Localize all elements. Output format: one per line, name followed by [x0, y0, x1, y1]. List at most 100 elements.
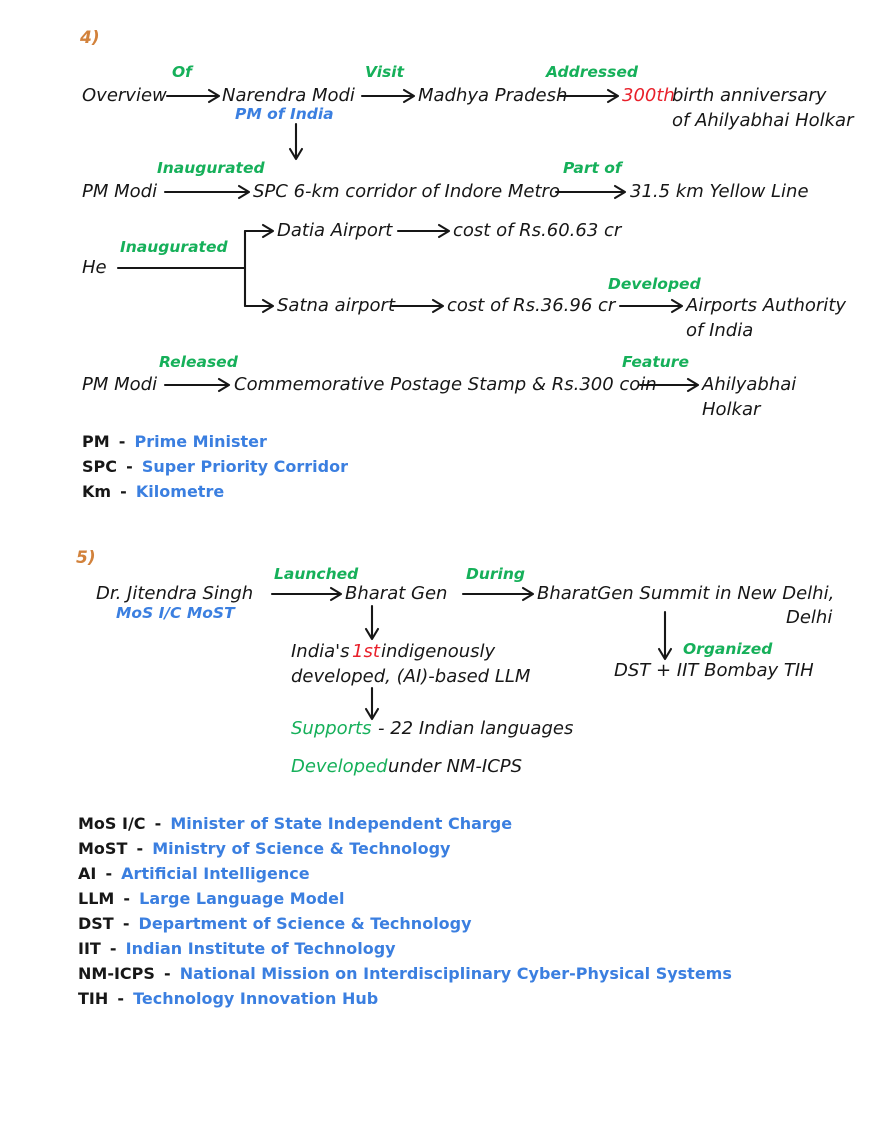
- abbr-item: SPC - Super Priority Corridor: [82, 457, 348, 482]
- abbr-short: PM: [82, 432, 110, 451]
- s5-r1-rel1: Launched: [274, 565, 359, 583]
- arrow-cost-to-aai: [618, 298, 684, 314]
- s4-r3-branch2: Satna airport: [277, 295, 396, 316]
- s5-developed-value: under NM-ICPS: [388, 756, 523, 777]
- abbr-full: Ministry of Science & Technology: [152, 839, 451, 858]
- arrow-bharatgen-down: [364, 604, 380, 641]
- s5-r1-source-sub: MoS I/C MoST: [116, 604, 235, 622]
- s5-r1-node1: Bharat Gen: [345, 583, 448, 604]
- arrow-datia-to-cost: [396, 223, 451, 239]
- s4-r1-rel2: Visit: [365, 63, 404, 81]
- abbr-short: IIT: [78, 939, 101, 958]
- abbr-dash: -: [120, 482, 127, 501]
- s4-r3-branch1: Datia Airport: [277, 220, 393, 241]
- abbr-item: LLM - Large Language Model: [78, 889, 732, 914]
- s4-r4-node1: Commemorative Postage Stamp & Rs.300 coi…: [234, 374, 657, 395]
- s4-r1-node3-line2: of Ahilyabhai Holkar: [672, 110, 854, 131]
- arrow-overview-to-modi: [165, 88, 221, 104]
- s4-r2-node1: SPC 6-km corridor of Indore Metro: [253, 181, 560, 202]
- abbr-dash: -: [117, 989, 124, 1008]
- abbr-dash: -: [126, 457, 133, 476]
- s5-r1-rel2: During: [466, 565, 525, 583]
- abbr-short: NM-ICPS: [78, 964, 155, 983]
- abbr-full: Super Priority Corridor: [141, 457, 348, 476]
- arrow-bharatgen-to-summit: [461, 586, 535, 602]
- abbr-dash: -: [123, 889, 131, 908]
- abbr-dash: -: [122, 914, 130, 933]
- s4-abbreviation-list: PM - Prime Minister SPC - Super Priority…: [82, 432, 348, 507]
- abbr-dash: -: [164, 964, 171, 983]
- s5-llm-line1-highlight: 1st: [352, 641, 380, 662]
- abbr-full: Technology Innovation Hub: [133, 989, 379, 1008]
- s5-r1-node2-line2: Delhi: [786, 607, 833, 628]
- abbr-item: TIH - Technology Innovation Hub: [78, 989, 732, 1014]
- s5-llm-line1-pre: India's: [291, 641, 350, 662]
- abbr-item: Km - Kilometre: [82, 482, 348, 507]
- arrow-modi-to-mp: [360, 88, 416, 104]
- s5-llm-line2: developed, (AI)-based LLM: [291, 666, 531, 687]
- abbr-full: Department of Science & Technology: [138, 914, 472, 933]
- abbr-full: Minister of State Independent Charge: [170, 814, 513, 833]
- abbr-item: NM-ICPS - National Mission on Interdisci…: [78, 964, 732, 989]
- abbr-dash: -: [109, 939, 117, 958]
- s5-abbreviation-list: MoS I/C - Minister of State Independent …: [78, 814, 732, 1014]
- arrow-pmmodi-to-spc: [163, 184, 251, 200]
- s4-r3-source: He: [82, 257, 107, 278]
- abbr-item: MoS I/C - Minister of State Independent …: [78, 814, 732, 839]
- abbr-short: MoST: [78, 839, 128, 858]
- abbr-item: DST - Department of Science & Technology: [78, 914, 732, 939]
- s5-r1-node2: BharatGen Summit in New Delhi,: [537, 583, 835, 604]
- abbr-full: Kilometre: [135, 482, 225, 501]
- arrow-pmmodi-to-stamp: [163, 377, 231, 393]
- arrow-mp-to-anniversary: [558, 88, 620, 104]
- abbr-full: Indian Institute of Technology: [125, 939, 396, 958]
- s4-r1-node3-rest: birth anniversary: [672, 85, 827, 106]
- s4-r2-source: PM Modi: [82, 181, 158, 202]
- s4-r3-branch1-target: cost of Rs.60.63 cr: [453, 220, 622, 241]
- s4-r2-node2: 31.5 km Yellow Line: [630, 181, 809, 202]
- abbr-full: National Mission on Interdisciplinary Cy…: [179, 964, 732, 983]
- s4-r4-rel2: Feature: [622, 353, 689, 371]
- s4-r1-rel3: Addressed: [546, 63, 638, 81]
- section-4-number: 4): [80, 28, 100, 48]
- s4-r1-source: Overview: [82, 85, 167, 106]
- s5-rel-developed: Developed: [291, 756, 388, 777]
- abbr-dash: -: [154, 814, 162, 833]
- arrow-modi-down-to-pmmodi: [288, 122, 304, 161]
- s5-r1-source: Dr. Jitendra Singh: [96, 583, 254, 604]
- s4-r2-rel1: Inaugurated: [157, 159, 265, 177]
- s4-r4-source: PM Modi: [82, 374, 158, 395]
- abbr-item: PM - Prime Minister: [82, 432, 348, 457]
- abbr-dash: -: [136, 839, 144, 858]
- s4-r4-node2-line2: Holkar: [702, 399, 761, 420]
- abbr-dash: -: [118, 432, 126, 451]
- s4-r1-node2: Madhya Pradesh: [418, 85, 568, 106]
- abbr-item: AI - Artificial Intelligence: [78, 864, 732, 889]
- s5-right-node: DST + IIT Bombay TIH: [614, 660, 814, 681]
- arrow-jitendra-to-bharatgen: [270, 586, 343, 602]
- arrow-spc-to-yellowline: [554, 184, 627, 200]
- s4-r1-rel1: Of: [172, 63, 192, 81]
- abbr-short: MoS I/C: [78, 814, 146, 833]
- s4-r1-node1-sub: PM of India: [235, 105, 334, 123]
- s5-supports-value: - 22 Indian languages: [378, 718, 574, 739]
- s4-r3-rel1: Inaugurated: [120, 238, 228, 256]
- abbr-item: IIT - Indian Institute of Technology: [78, 939, 732, 964]
- s4-r3-branch2-target: cost of Rs.36.96 cr: [447, 295, 616, 316]
- s4-r1-node3-highlight: 300th: [622, 85, 675, 106]
- s4-r2-rel2: Part of: [563, 159, 622, 177]
- s4-r3-branch2-next-line2: of India: [686, 320, 754, 341]
- abbr-short: DST: [78, 914, 114, 933]
- s4-r4-node2: Ahilyabhai: [702, 374, 797, 395]
- s5-right-rel: Organized: [683, 640, 773, 658]
- s5-rel-supports: Supports: [291, 718, 372, 739]
- abbr-full: Artificial Intelligence: [121, 864, 310, 883]
- abbr-full: Large Language Model: [139, 889, 345, 908]
- s4-r1-node1: Narendra Modi: [222, 85, 355, 106]
- abbr-full: Prime Minister: [134, 432, 267, 451]
- abbr-short: SPC: [82, 457, 117, 476]
- s4-r3-branch2-next: Airports Authority: [686, 295, 847, 316]
- s5-llm-line1-post: indigenously: [381, 641, 496, 662]
- abbr-dash: -: [105, 864, 113, 883]
